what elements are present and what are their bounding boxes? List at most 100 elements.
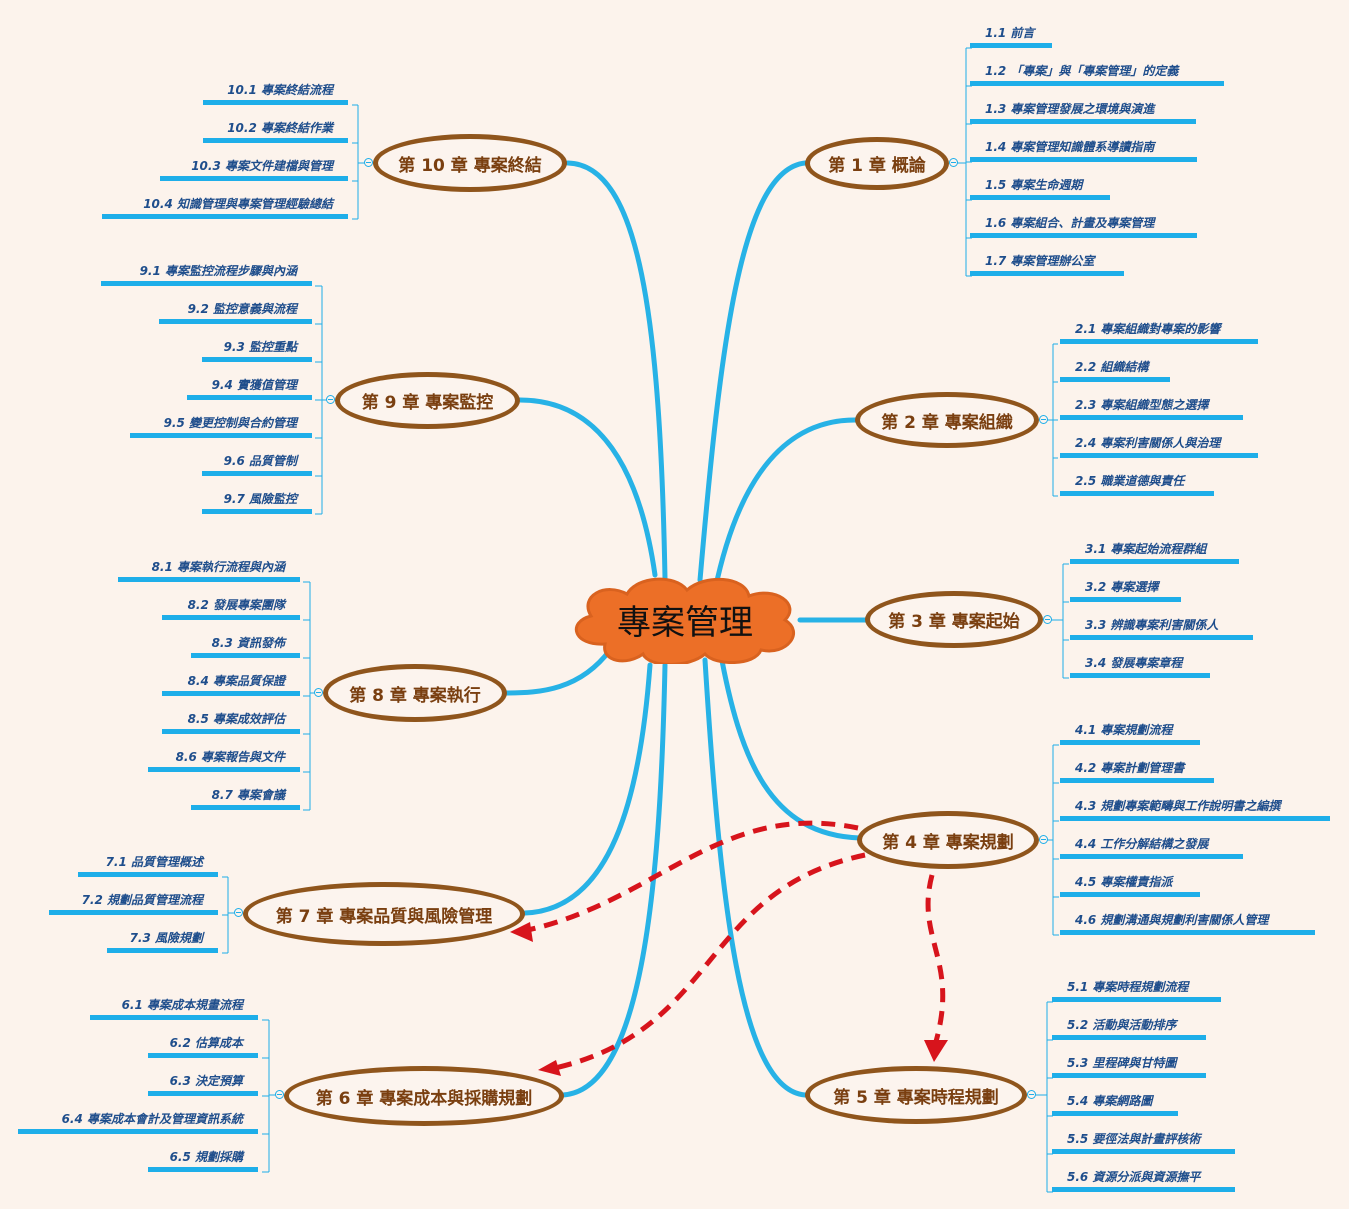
collapse-toggle-ch8[interactable] <box>314 688 323 697</box>
collapse-toggle-ch6[interactable] <box>275 1090 284 1099</box>
topic-1-3[interactable]: 1.3 專案管理發展之環境與演進 <box>970 102 1196 124</box>
topic-9-4[interactable]: 9.4 實獲值管理 <box>187 378 312 400</box>
chapter-4[interactable]: 第 4 章 專案規劃 <box>857 811 1039 869</box>
chapter-label: 第 8 章 專案執行 <box>349 685 481 706</box>
collapse-toggle-ch9[interactable] <box>326 395 335 404</box>
topic-5-2[interactable]: 5.2 活動與活動排序 <box>1052 1018 1206 1040</box>
topic-1-5[interactable]: 1.5 專案生命週期 <box>970 178 1110 200</box>
topic-8-3[interactable]: 8.3 資訊發佈 <box>191 636 300 658</box>
branch-ch8 <box>504 647 613 696</box>
branch-ch4 <box>717 647 863 841</box>
topic-10-1[interactable]: 10.1 專案終結流程 <box>203 83 348 105</box>
topic-8-6[interactable]: 8.6 專案報告與文件 <box>148 750 300 772</box>
chapter-label: 第 9 章 專案監控 <box>361 393 494 413</box>
topic-1-1[interactable]: 1.1 前言 <box>970 26 1052 48</box>
topic-7-3[interactable]: 7.3 風險規劃 <box>107 931 218 953</box>
topic-2-5[interactable]: 2.5 職業道德與責任 <box>1060 474 1214 496</box>
cloud-shape-icon <box>574 577 795 664</box>
chapter-label: 第 6 章 專案成本與採購規劃 <box>315 1088 533 1109</box>
chapter-label: 第 4 章 專案規劃 <box>882 832 1014 853</box>
topic-6-2[interactable]: 6.2 估算成本 <box>148 1036 258 1058</box>
chapter-3[interactable]: 第 3 章 專案起始 <box>865 591 1043 648</box>
chapter-label: 第 2 章 專案組織 <box>881 412 1013 433</box>
central-topic[interactable]: 專案管理 <box>565 574 805 664</box>
topic-2-4[interactable]: 2.4 專案利害關係人與治理 <box>1060 436 1258 458</box>
topic-4-4[interactable]: 4.4 工作分解結構之發展 <box>1060 837 1243 859</box>
topic-5-5[interactable]: 5.5 要徑法與計畫評核術 <box>1052 1132 1235 1154</box>
topic-3-1[interactable]: 3.1 專案起始流程群組 <box>1070 542 1239 564</box>
topic-1-2[interactable]: 1.2 「專案」與「專案管理」的定義 <box>970 64 1224 86</box>
topic-10-3[interactable]: 10.3 專案文件建檔與管理 <box>160 159 348 181</box>
branch-ch9 <box>517 397 658 578</box>
chapter-7[interactable]: 第 7 章 專案品質與風險管理 <box>243 882 525 946</box>
topic-2-1[interactable]: 2.1 專案組織對專案的影響 <box>1060 322 1258 344</box>
chapter-label: 第 1 章 概論 <box>828 156 926 176</box>
topic-3-4[interactable]: 3.4 發展專案章程 <box>1070 656 1210 678</box>
collapse-toggle-ch1[interactable] <box>949 158 958 167</box>
branch-ch1 <box>697 160 808 583</box>
chapter-2[interactable]: 第 2 章 專案組織 <box>855 392 1039 448</box>
chapter-label: 第 7 章 專案品質與風險管理 <box>275 906 493 927</box>
topic-4-6[interactable]: 4.6 規劃溝通與規劃利害關係人管理 <box>1060 913 1315 935</box>
topic-3-2[interactable]: 3.2 專案選擇 <box>1070 580 1181 602</box>
topic-4-1[interactable]: 4.1 專案規劃流程 <box>1060 723 1200 745</box>
topic-9-1[interactable]: 9.1 專案監控流程步驟與內涵 <box>101 264 312 286</box>
topic-8-4[interactable]: 8.4 專案品質保證 <box>162 674 300 696</box>
topic-5-4[interactable]: 5.4 專案網路圖 <box>1052 1094 1178 1116</box>
topic-6-3[interactable]: 6.3 決定預算 <box>148 1074 258 1096</box>
topic-9-5[interactable]: 9.5 變更控制與合約管理 <box>130 416 312 438</box>
chapter-10[interactable]: 第 10 章 專案終結 <box>373 134 567 192</box>
chapter-5[interactable]: 第 5 章 專案時程規劃 <box>805 1066 1027 1124</box>
collapse-toggle-ch5[interactable] <box>1027 1090 1036 1099</box>
central-topic-label: 專案管理 <box>617 602 753 643</box>
topic-9-7[interactable]: 9.7 風險監控 <box>202 492 312 514</box>
topic-6-5[interactable]: 6.5 規劃採購 <box>148 1150 258 1172</box>
topic-5-3[interactable]: 5.3 里程碑與甘特圖 <box>1052 1056 1206 1078</box>
topic-9-6[interactable]: 9.6 品質管制 <box>202 454 312 476</box>
collapse-toggle-ch2[interactable] <box>1039 415 1048 424</box>
chapter-label: 第 5 章 專案時程規劃 <box>833 1087 999 1108</box>
branch-ch10 <box>565 160 668 581</box>
topic-1-6[interactable]: 1.6 專案組合、計畫及專案管理 <box>970 216 1197 238</box>
chapter-1[interactable]: 第 1 章 概論 <box>805 137 949 190</box>
relation-ch4-ch6 <box>554 852 866 1071</box>
topic-4-2[interactable]: 4.2 專案計劃管理書 <box>1060 761 1214 783</box>
topic-1-4[interactable]: 1.4 專案管理知識體系導讀指南 <box>970 140 1197 162</box>
chapter-label: 第 3 章 專案起始 <box>888 612 1020 632</box>
topic-8-2[interactable]: 8.2 發展專案團隊 <box>162 598 300 620</box>
chapter-8[interactable]: 第 8 章 專案執行 <box>323 664 507 722</box>
topic-9-3[interactable]: 9.3 監控重點 <box>202 340 312 362</box>
collapse-toggle-ch4[interactable] <box>1039 835 1048 844</box>
topic-1-7[interactable]: 1.7 專案管理辦公室 <box>970 254 1124 276</box>
collapse-toggle-ch3[interactable] <box>1043 615 1052 624</box>
topic-8-1[interactable]: 8.1 專案執行流程與內涵 <box>118 560 300 582</box>
relation-ch4-ch7 <box>527 820 859 933</box>
branch-ch2 <box>712 417 858 593</box>
topic-4-5[interactable]: 4.5 專案權責指派 <box>1060 875 1200 897</box>
topic-6-4[interactable]: 6.4 專案成本會計及管理資訊系統 <box>18 1112 258 1134</box>
arrowhead-ch7 <box>510 922 533 942</box>
collapse-toggle-ch10[interactable] <box>364 158 373 167</box>
topic-8-5[interactable]: 8.5 專案成效評估 <box>162 712 300 734</box>
topic-8-7[interactable]: 8.7 專案會議 <box>191 788 300 810</box>
topic-4-3[interactable]: 4.3 規劃專案範疇與工作說明書之編撰 <box>1060 799 1330 821</box>
arrowhead-ch5 <box>924 1040 948 1062</box>
collapse-toggle-ch7[interactable] <box>234 908 243 917</box>
topic-10-2[interactable]: 10.2 專案終結作業 <box>203 121 348 143</box>
chapter-6[interactable]: 第 6 章 專案成本與採購規劃 <box>284 1066 564 1126</box>
topic-3-3[interactable]: 3.3 辨識專案利害關係人 <box>1070 618 1253 640</box>
branch-ch5 <box>702 657 808 1098</box>
topic-7-1[interactable]: 7.1 品質管理概述 <box>78 855 218 877</box>
chapter-label: 第 10 章 專案終結 <box>398 155 542 176</box>
topic-7-2[interactable]: 7.2 規劃品質管理流程 <box>49 893 218 915</box>
topic-5-1[interactable]: 5.1 專案時程規劃流程 <box>1052 980 1221 1002</box>
topic-2-2[interactable]: 2.2 組織結構 <box>1060 360 1170 382</box>
topic-9-2[interactable]: 9.2 監控意義與流程 <box>159 302 312 324</box>
topic-10-4[interactable]: 10.4 知識管理與專案管理經驗總結 <box>102 197 348 219</box>
chapter-9[interactable]: 第 9 章 專案監控 <box>335 372 520 429</box>
relation-ch4-ch5 <box>925 874 946 1046</box>
topic-6-1[interactable]: 6.1 專案成本規畫流程 <box>90 998 258 1020</box>
topic-2-3[interactable]: 2.3 專案組織型態之選擇 <box>1060 398 1243 420</box>
topic-5-6[interactable]: 5.6 資源分派與資源撫平 <box>1052 1170 1235 1192</box>
arrowhead-ch6 <box>538 1060 561 1076</box>
